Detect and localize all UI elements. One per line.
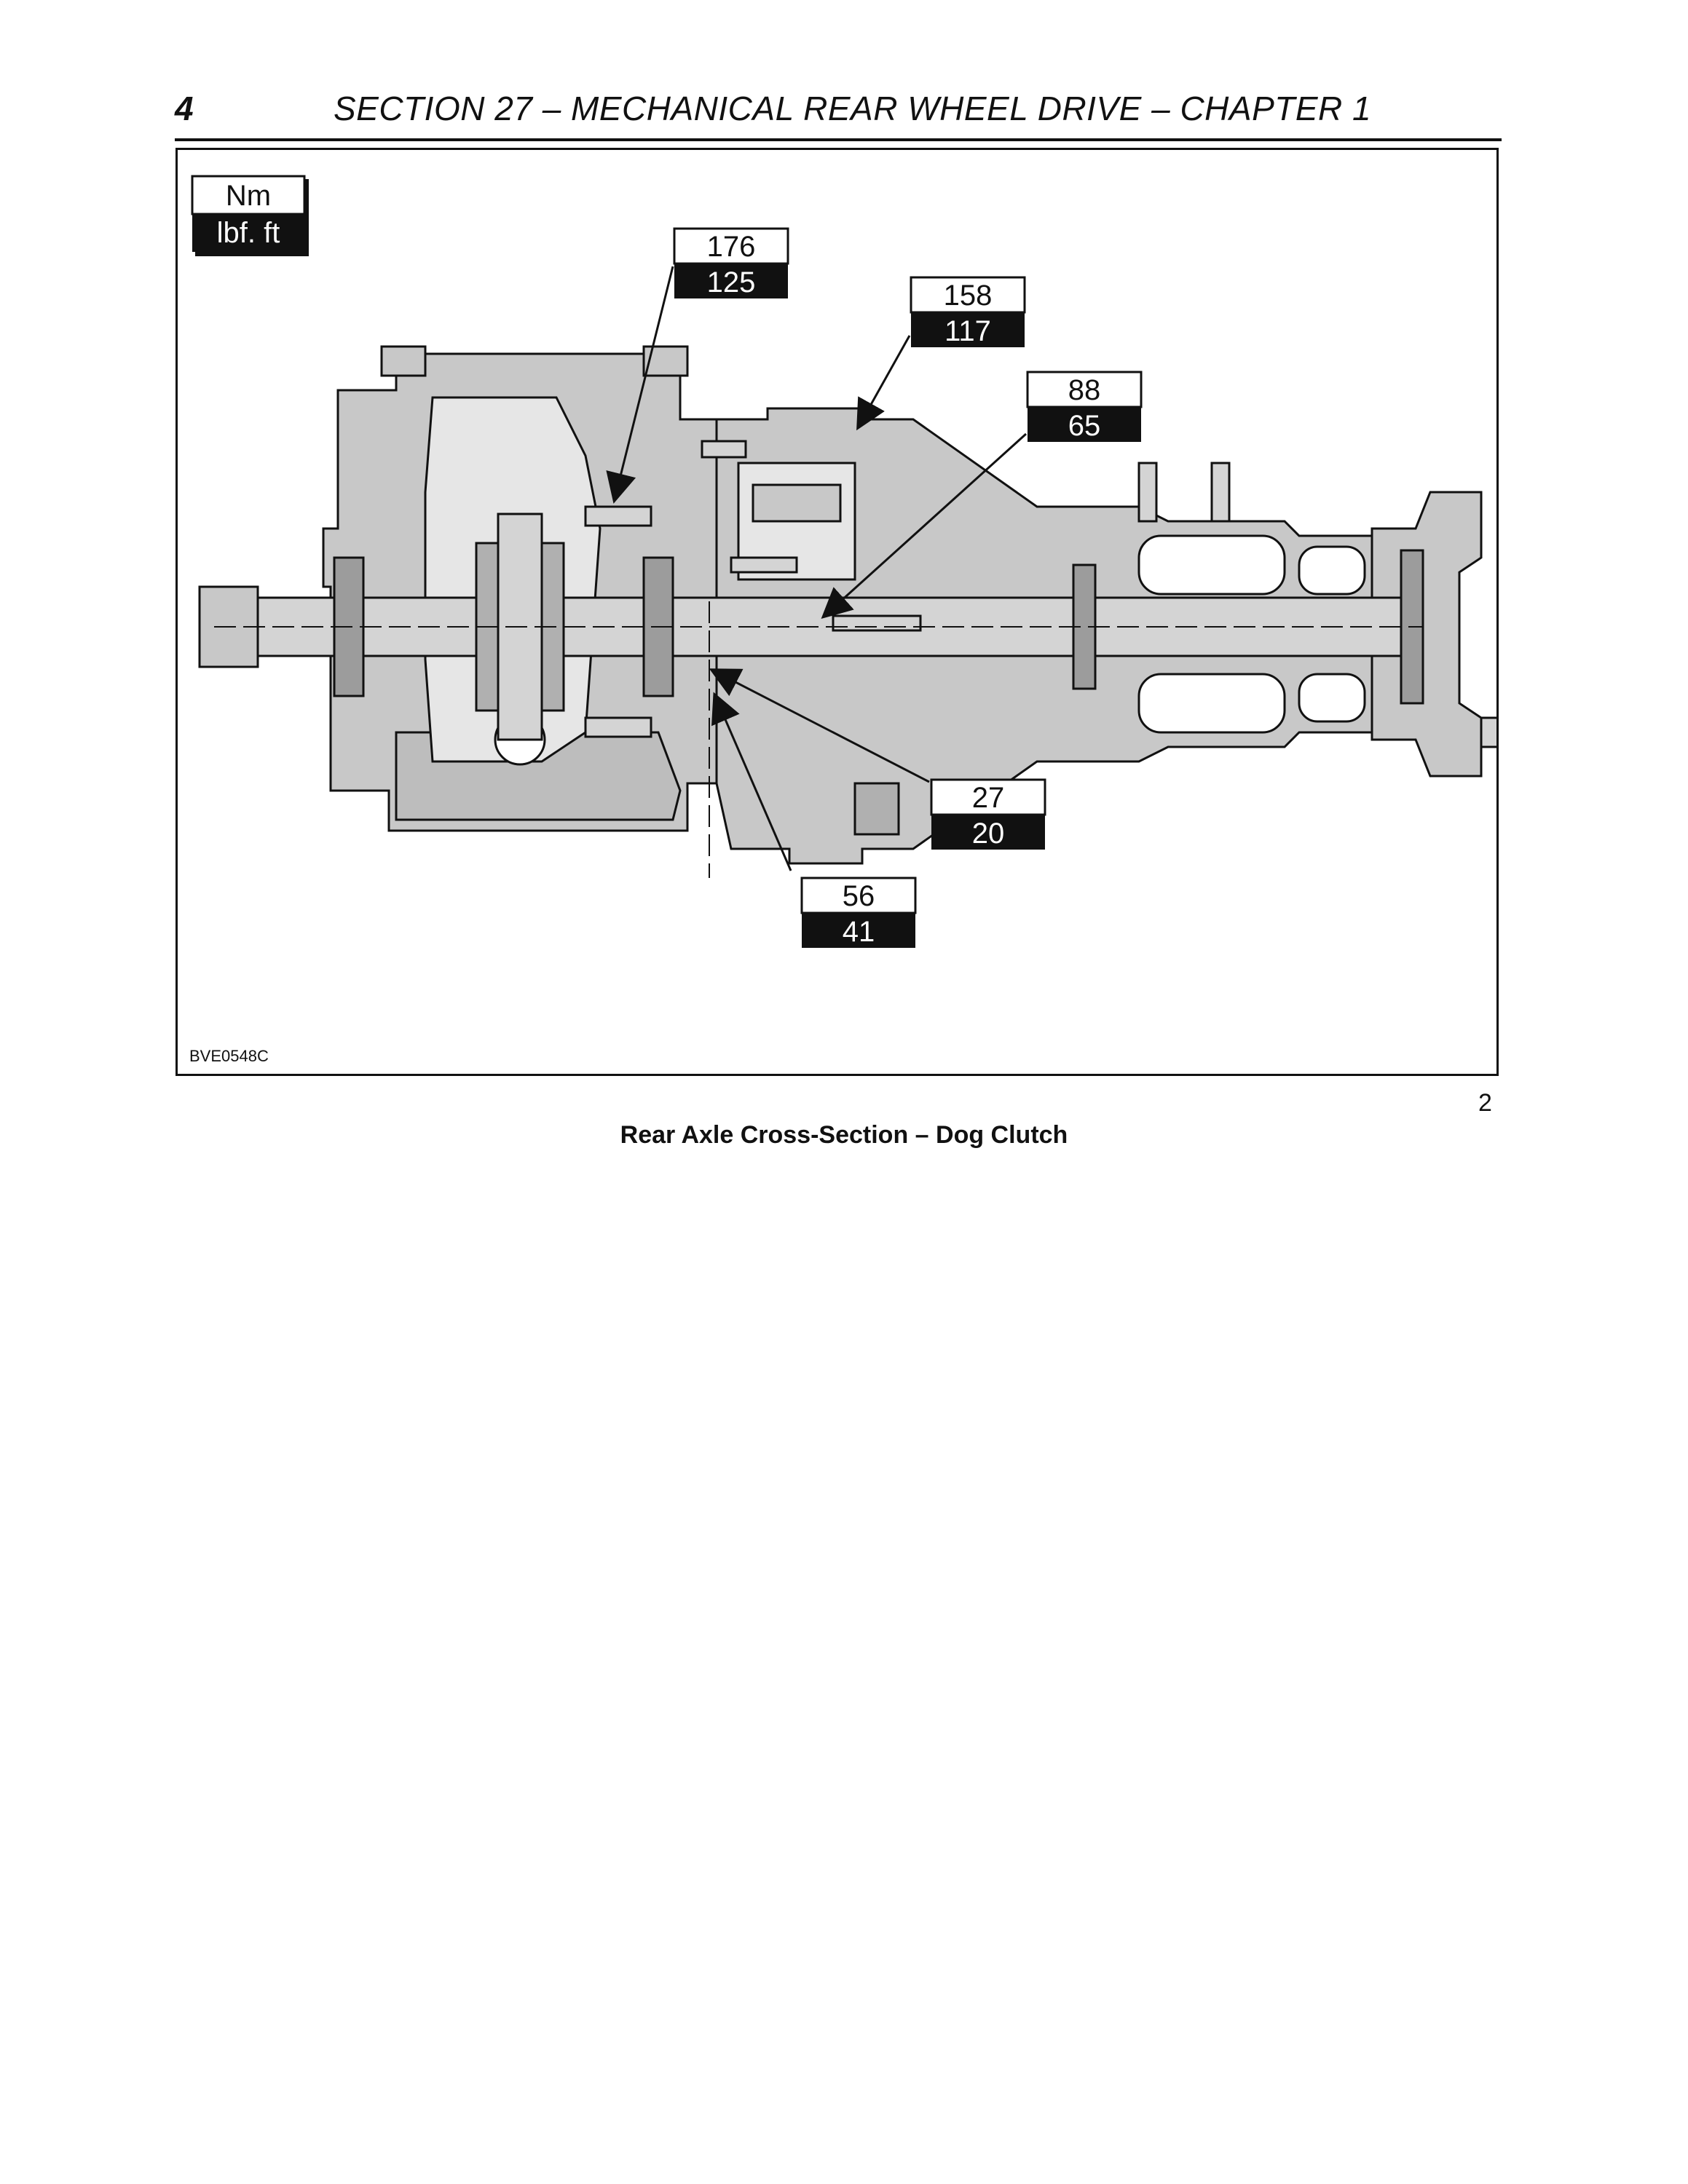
page-number: 4	[175, 90, 194, 127]
callout-lbf-value: 125	[707, 266, 756, 298]
figure-frame: Nm lbf. ft	[175, 148, 1499, 1076]
units-legend: Nm lbf. ft	[191, 175, 309, 256]
callout-lbf-value: 117	[944, 315, 991, 347]
unit-lbf-ft-label: lbf. ft	[217, 217, 280, 249]
unit-nm-label: Nm	[226, 180, 271, 212]
callout-lbf-value: 41	[843, 916, 875, 948]
header-rule	[175, 138, 1502, 141]
axle-housing	[198, 345, 1496, 865]
callout-nm-value: 56	[843, 880, 875, 912]
center-lines	[214, 601, 1423, 878]
callout-lbf-value: 20	[972, 818, 1005, 850]
torque-callout-56: 56 41	[800, 877, 917, 948]
callout-nm-value: 27	[972, 782, 1005, 814]
figure-number: 2	[1478, 1089, 1492, 1117]
callout-lbf-value: 65	[1068, 410, 1101, 442]
figure-id: BVE0548C	[189, 1047, 269, 1065]
leader-lines	[606, 266, 1028, 871]
callout-nm-value: 176	[707, 231, 756, 263]
figure-caption: Rear Axle Cross-Section – Dog Clutch	[620, 1121, 1068, 1149]
torque-callout-158: 158 117	[910, 276, 1026, 347]
rear-axle-cross-section-drawing: Nm lbf. ft	[191, 175, 1496, 948]
torque-callout-88: 88 65	[1026, 371, 1143, 442]
torque-callout-176: 176 125	[673, 227, 789, 298]
callout-nm-value: 88	[1068, 374, 1101, 406]
callout-nm-value: 158	[944, 280, 993, 312]
section-title: SECTION 27 – MECHANICAL REAR WHEEL DRIVE…	[334, 90, 1372, 127]
torque-callout-27: 27 20	[930, 778, 1046, 850]
